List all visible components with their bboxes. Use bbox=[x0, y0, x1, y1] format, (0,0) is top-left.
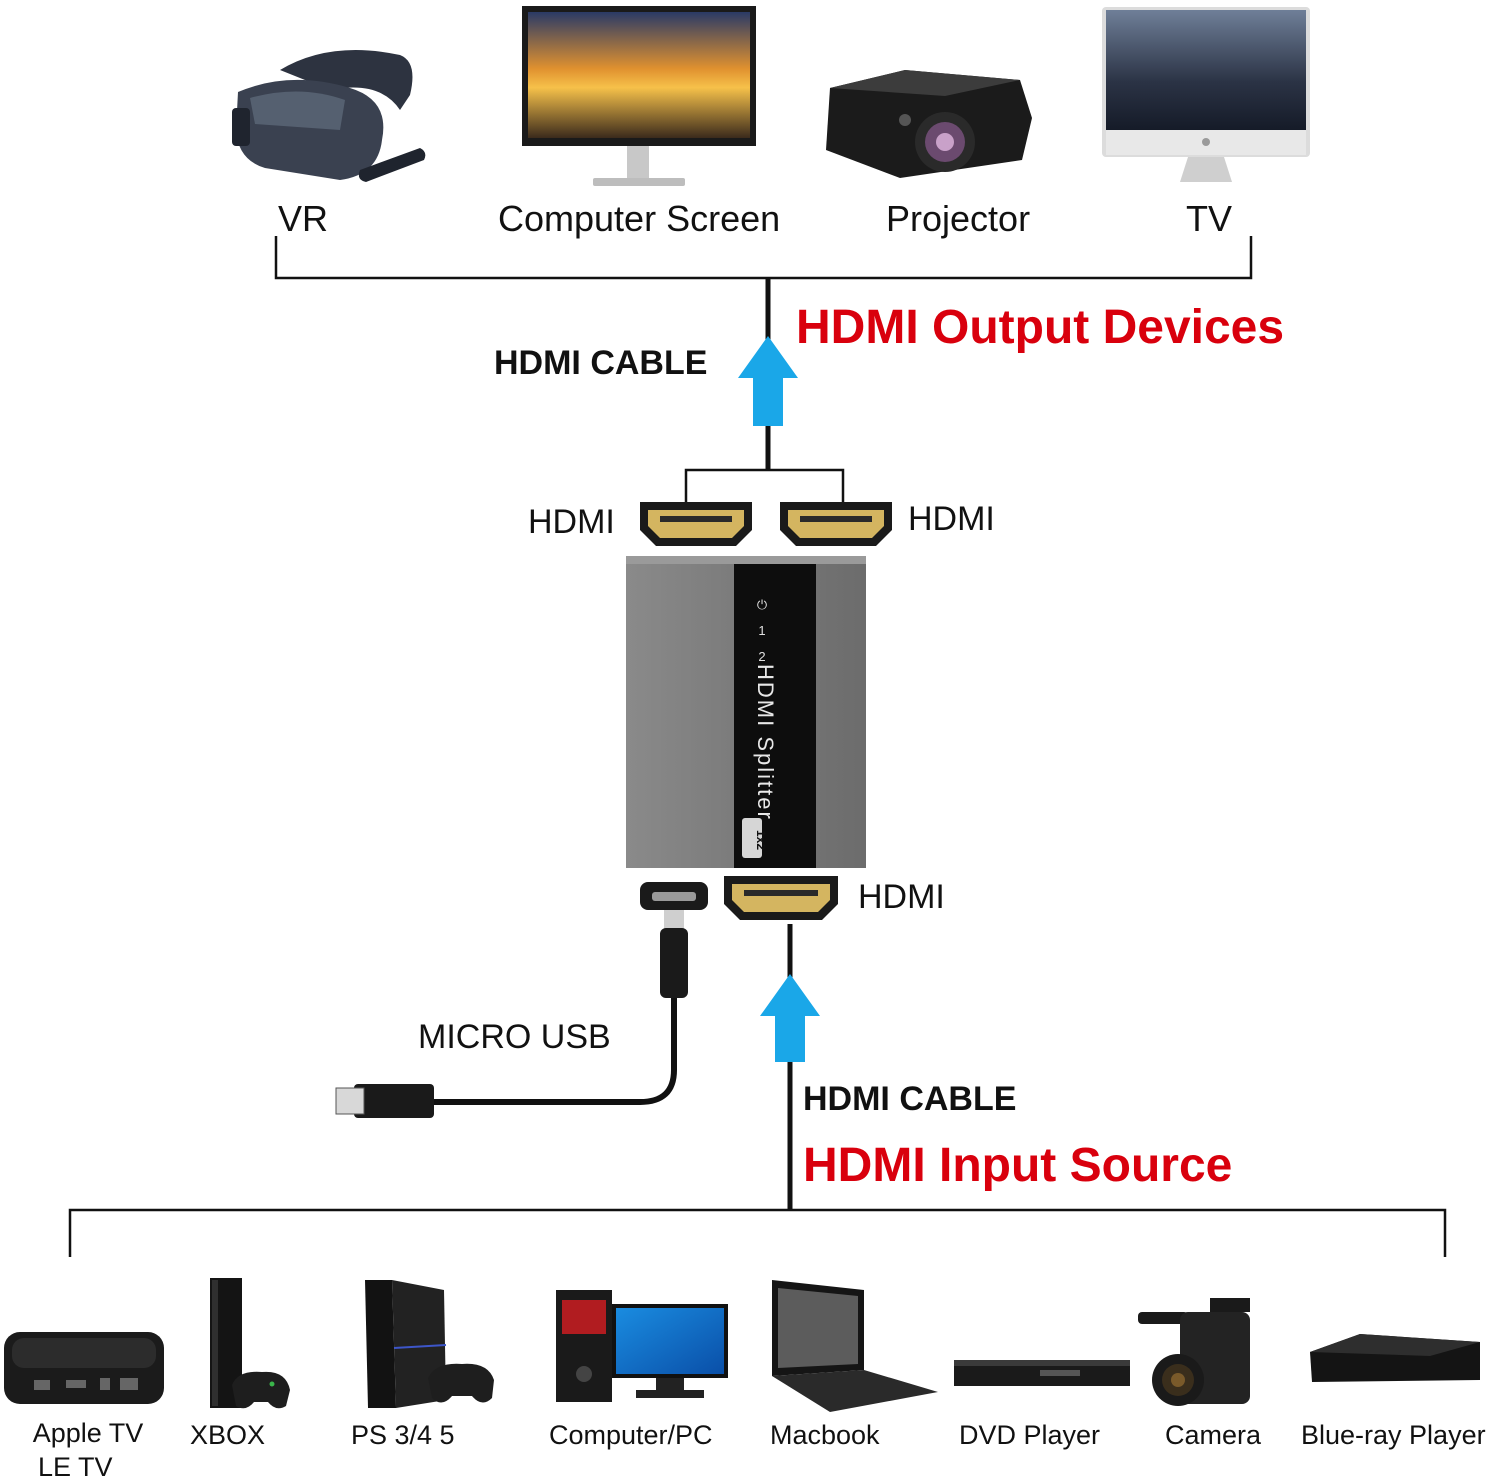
vr-headset-icon bbox=[232, 50, 426, 182]
micro-usb-port bbox=[640, 882, 708, 910]
imac-tv-icon bbox=[1102, 7, 1310, 182]
playstation-icon bbox=[365, 1280, 494, 1408]
dvd-player-icon bbox=[954, 1360, 1130, 1386]
xbox-icon bbox=[210, 1278, 290, 1409]
source-label-computer-pc: Computer/PC bbox=[549, 1420, 713, 1450]
desktop-pc-icon bbox=[556, 1290, 728, 1402]
output-port-left-label: HDMI bbox=[528, 503, 615, 541]
source-label-ps: PS 3/4 5 bbox=[351, 1420, 455, 1450]
device-label-vr: VR bbox=[278, 198, 329, 239]
hdmi-output-port-right bbox=[780, 502, 892, 546]
splitter-badge: 1x2 bbox=[754, 830, 768, 851]
apple-tv-icon bbox=[4, 1332, 164, 1404]
output-port-right-label: HDMI bbox=[908, 500, 995, 538]
input-port-label: HDMI bbox=[858, 878, 945, 916]
input-source-heading: HDMI Input Source bbox=[803, 1139, 1233, 1192]
monitor-icon bbox=[522, 6, 756, 186]
device-label-tv: TV bbox=[1186, 198, 1233, 239]
indicator-2: 2 bbox=[758, 649, 766, 664]
source-label-xbox: XBOX bbox=[190, 1420, 266, 1450]
indicator-1: 1 bbox=[758, 623, 766, 638]
power-indicator: ⏻ bbox=[756, 597, 768, 612]
output-cable-label: HDMI CABLE bbox=[494, 344, 708, 382]
source-label-apple-tv-line2: LE TV bbox=[38, 1452, 113, 1482]
source-label-macbook: Macbook bbox=[770, 1420, 880, 1450]
micro-usb-cable bbox=[335, 910, 688, 1118]
bluray-player-icon bbox=[1310, 1334, 1480, 1382]
hdmi-splitter-device bbox=[626, 556, 866, 868]
output-devices-heading: HDMI Output Devices bbox=[796, 301, 1285, 354]
camera-icon bbox=[1138, 1298, 1250, 1406]
splitter-name: HDMI Splitter bbox=[753, 664, 778, 821]
device-label-computer-screen: Computer Screen bbox=[498, 198, 781, 239]
source-label-apple-tv-line1: Apple TV bbox=[32, 1418, 144, 1448]
input-cable-label: HDMI CABLE bbox=[803, 1080, 1017, 1118]
projector-icon bbox=[826, 70, 1032, 178]
micro-usb-label: MICRO USB bbox=[418, 1018, 611, 1056]
splitter-indicators: ⏻ 1 2 bbox=[752, 592, 772, 670]
hdmi-input-port bbox=[724, 876, 838, 920]
output-arrow bbox=[738, 336, 798, 426]
source-label-camera: Camera bbox=[1165, 1420, 1262, 1450]
device-label-projector: Projector bbox=[886, 198, 1031, 239]
input-arrow bbox=[760, 974, 820, 1062]
laptop-icon bbox=[772, 1280, 938, 1412]
hdmi-output-port-left bbox=[640, 502, 752, 546]
source-label-bluray-player: Blue-ray Player bbox=[1301, 1420, 1486, 1450]
source-label-apple-tv: Apple TV LE TV bbox=[30, 1416, 146, 1484]
source-label-dvd-player: DVD Player bbox=[959, 1420, 1101, 1450]
